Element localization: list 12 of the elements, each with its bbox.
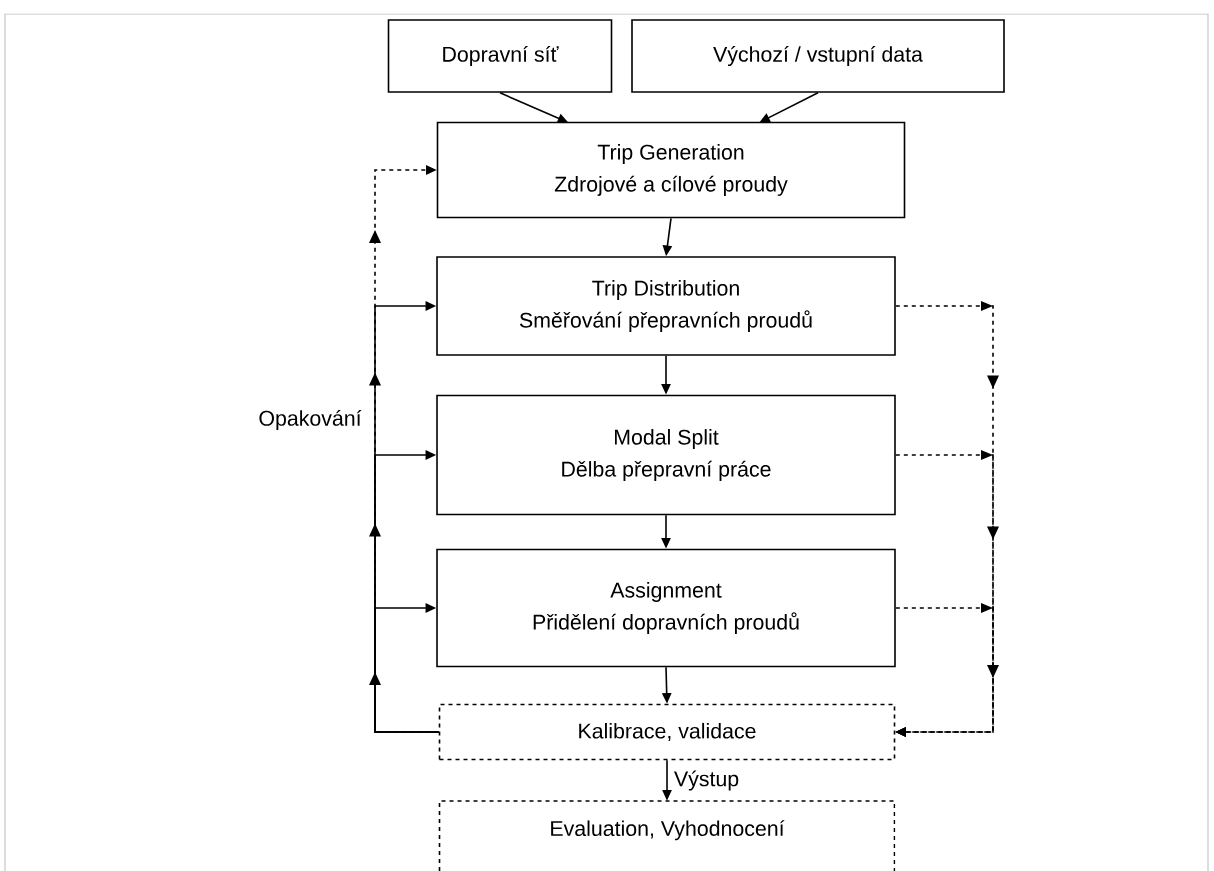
process-box: Trip Generation Zdrojové a cílové proudy	[436, 121, 906, 219]
edge-label: Výstup	[672, 769, 741, 792]
process-box: Trip Distribution Směřování přepravních proudů	[436, 256, 896, 356]
arrow	[369, 603, 440, 733]
process-box: Evaluation, Vyhodnocení	[438, 800, 896, 871]
repeat-label: Opakování	[259, 409, 362, 431]
process-box: Assignment Přidělení dopravních proudů	[436, 548, 896, 668]
process-box: Modal Split Dělba přepravní práce	[436, 394, 896, 516]
process-box: Kalibrace, validace	[438, 703, 896, 761]
process-box: Výchozí / vstupní data	[631, 19, 1005, 93]
arrow	[895, 603, 999, 737]
process-box: Dopravní síť	[387, 19, 613, 93]
